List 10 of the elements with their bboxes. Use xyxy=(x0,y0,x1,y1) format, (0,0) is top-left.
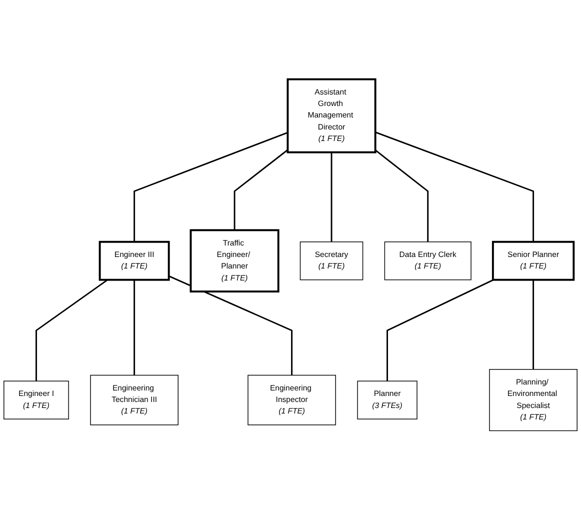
connector xyxy=(374,150,429,242)
connector xyxy=(375,131,534,242)
connector xyxy=(134,280,136,376)
connector xyxy=(386,279,494,382)
connector xyxy=(36,279,108,382)
connector xyxy=(168,275,293,376)
connector xyxy=(234,149,288,230)
connector xyxy=(134,132,288,242)
connector xyxy=(532,280,534,370)
connector xyxy=(330,152,332,242)
